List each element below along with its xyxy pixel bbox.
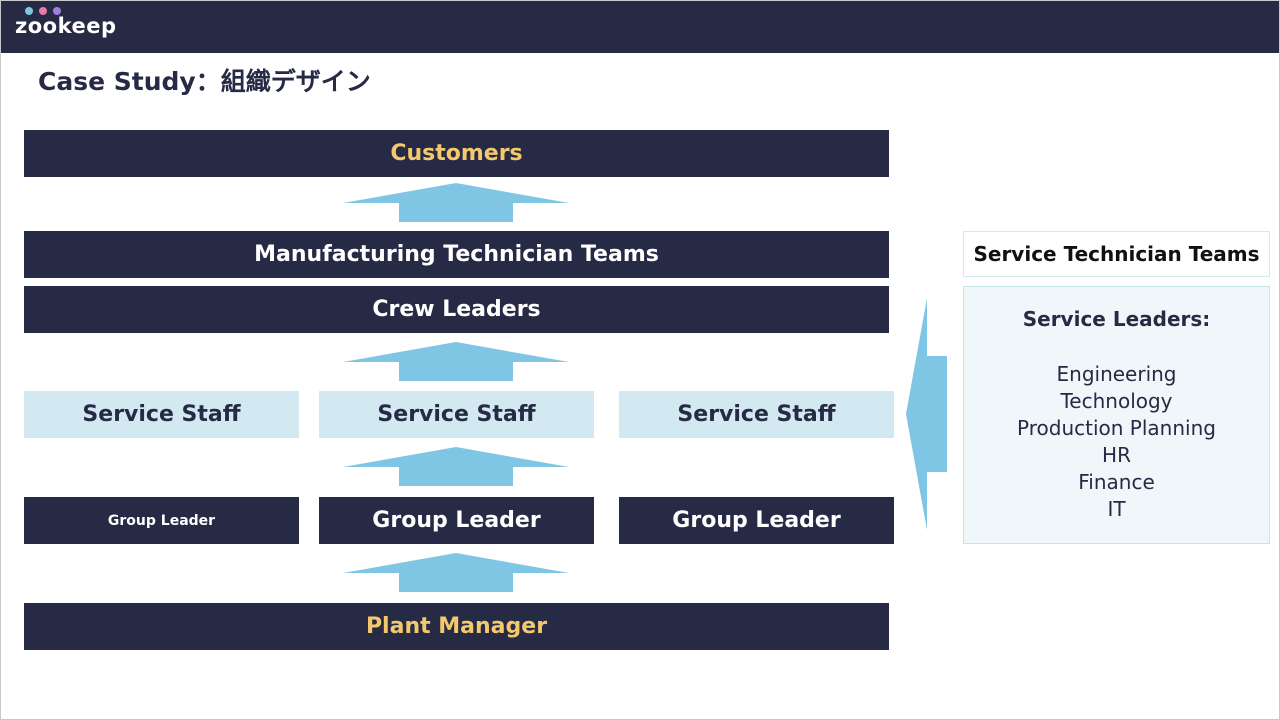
group-leader-box: Group Leader [319,497,594,544]
crew-leaders-box: Crew Leaders [24,286,889,333]
plant-manager-box: Plant Manager [24,603,889,650]
list-item: Engineering [1056,362,1177,386]
service-staff-label: Service Staff [677,402,836,427]
manufacturing-teams-label: Manufacturing Technician Teams [254,242,659,267]
service-staff-label: Service Staff [377,402,536,427]
list-item: Technology [1060,389,1173,413]
header-bar: zookeep [1,1,1279,53]
service-staff-box: Service Staff [319,391,594,438]
service-leaders-list: Engineering Technology Production Planni… [964,361,1269,523]
list-item: HR [1102,443,1131,467]
service-staff-box: Service Staff [619,391,894,438]
up-arrow-icon [343,447,569,486]
list-item: Finance [1078,470,1155,494]
group-leader-label: Group Leader [107,512,216,529]
service-leaders-panel: Service Leaders: Engineering Technology … [963,286,1270,544]
up-arrow-icon [343,183,569,222]
group-leader-box: Group Leader [24,497,299,544]
list-item: IT [1107,497,1126,521]
page-title: Case Study：組織デザイン [38,67,371,96]
left-arrow-icon [906,298,947,530]
list-item: Production Planning [1017,416,1216,440]
logo-accent-icon [25,7,61,15]
group-leader-label: Group Leader [672,508,841,533]
group-leader-box: Group Leader [619,497,894,544]
manufacturing-teams-box: Manufacturing Technician Teams [24,231,889,278]
group-leader-label: Group Leader [372,508,541,533]
service-technician-teams-title: Service Technician Teams [963,231,1270,277]
customers-box: Customers [24,130,889,177]
service-staff-box: Service Staff [24,391,299,438]
service-staff-label: Service Staff [82,402,241,427]
crew-leaders-label: Crew Leaders [372,297,541,322]
plant-manager-label: Plant Manager [365,614,548,639]
service-leaders-heading: Service Leaders: [1022,307,1211,331]
up-arrow-icon [343,553,569,592]
customers-label: Customers [390,141,523,166]
logo: zookeep [15,14,117,38]
up-arrow-icon [343,342,569,381]
service-technician-teams-label: Service Technician Teams [973,242,1260,266]
